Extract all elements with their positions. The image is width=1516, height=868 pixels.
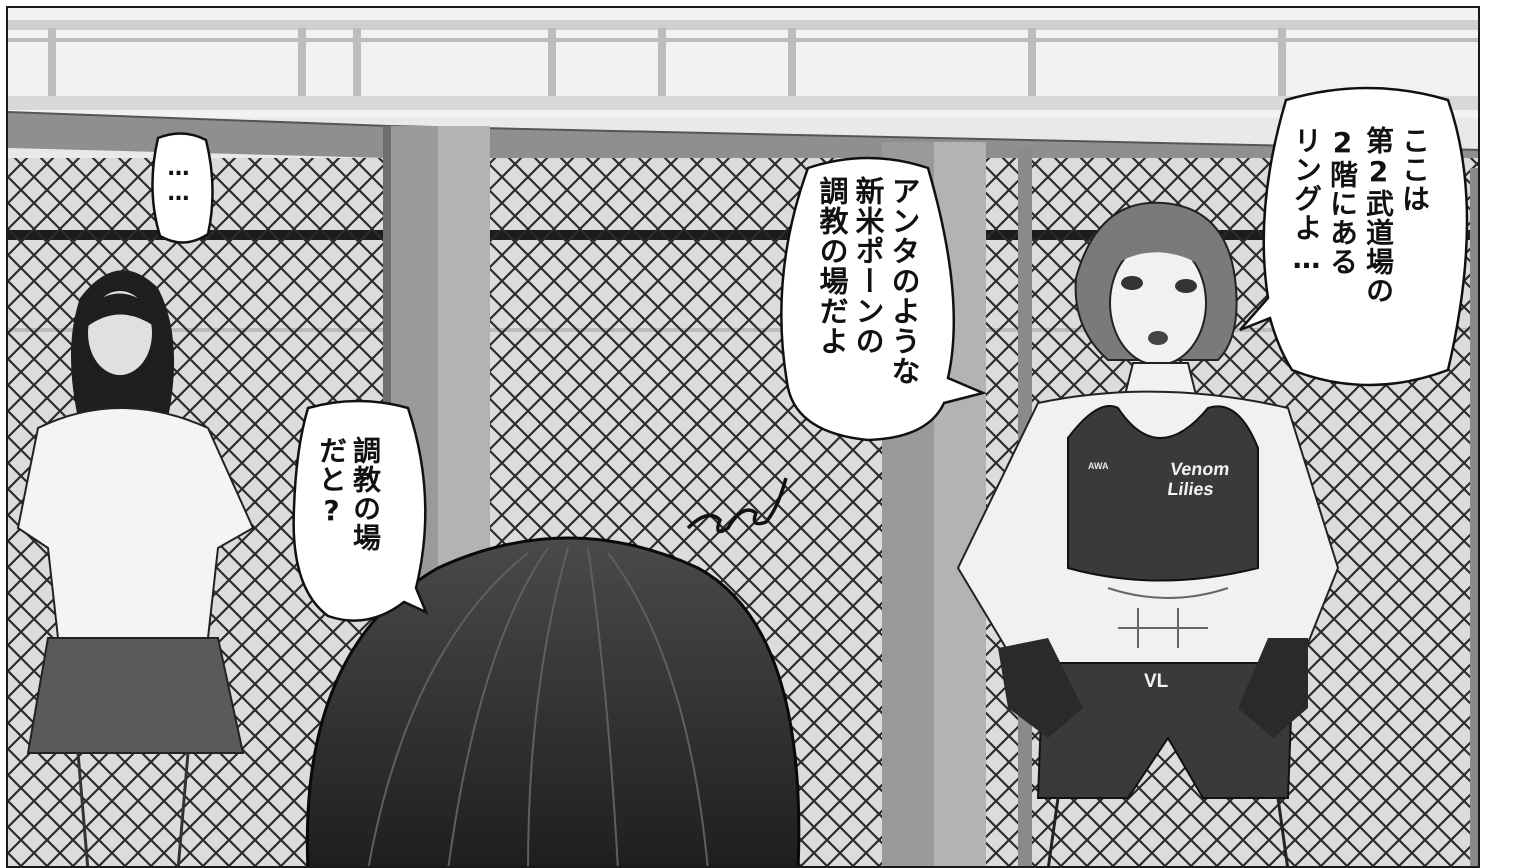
speech-bubble-3-text: 調教の場 だと? — [315, 436, 382, 552]
long-haired-woman — [16, 270, 255, 866]
speech-bubble-3 — [292, 399, 429, 622]
speech-bubble-1-text: ここは 第2武道場の 2階にある リングよ… — [1290, 126, 1431, 305]
shorts-text: VL — [1144, 671, 1169, 692]
speech-bubble-4-text: …… — [166, 156, 191, 206]
speech-bubble-4 — [151, 132, 214, 244]
speech-bubble-1 — [1239, 86, 1469, 387]
speech-bubble-2-text: アンタのような 新米ポーンの 調教の場だよ — [815, 176, 921, 386]
top-logo-text: Venom Lilies — [1166, 459, 1231, 499]
speech-bubble-2 — [780, 156, 987, 442]
irritation-squiggle — [686, 477, 788, 534]
manga-panel: ここは 第2武道場の 2階にある リングよ… アンタのような 新米ポーンの 調教… — [6, 6, 1480, 868]
short-haired-fighter — [956, 201, 1340, 866]
top-badge-text: AWA — [1088, 461, 1109, 471]
background-building — [8, 8, 1478, 118]
protagonist-head — [305, 536, 801, 866]
